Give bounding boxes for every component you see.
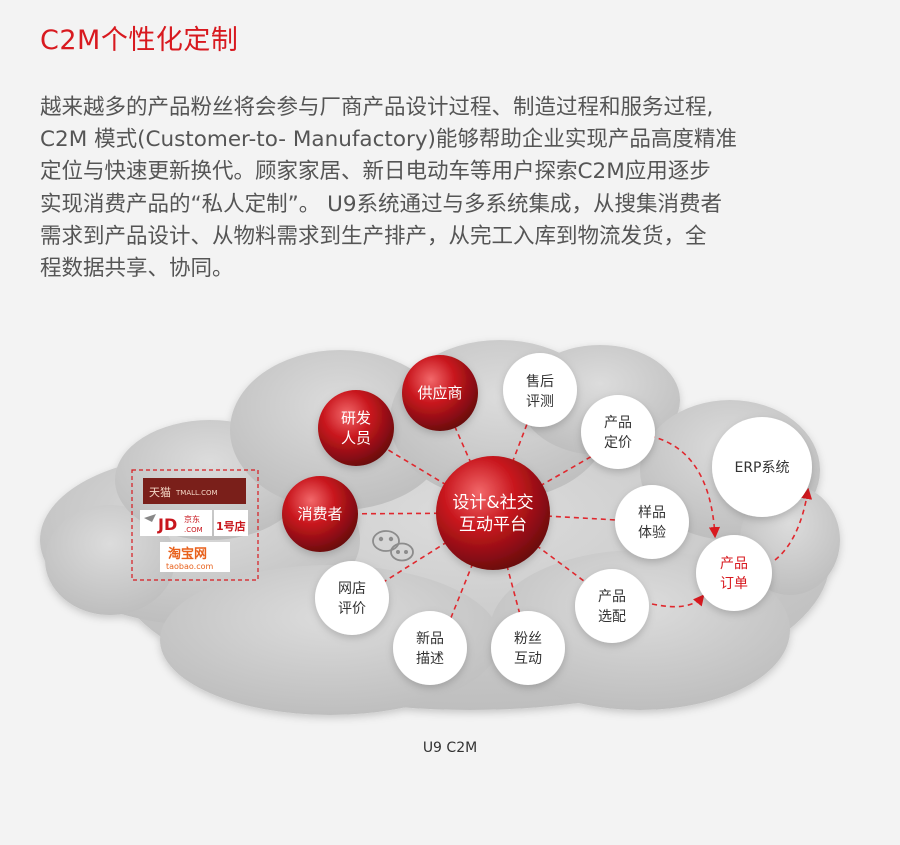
node-selection: 产品 选配: [575, 569, 649, 643]
node-label: 产品: [720, 556, 748, 572]
yhd-label: 1号店: [216, 519, 246, 533]
node-label: 网店: [338, 581, 366, 597]
tmall-label: 天猫: [149, 486, 171, 499]
intro-line: 越来越多的产品粉丝将会参与厂商产品设计过程、制造过程和服务过程,: [40, 95, 714, 120]
flow-arrows: [649, 435, 813, 608]
taobao-label: 淘宝网: [168, 546, 207, 562]
node-store-review: 网店 评价: [315, 561, 389, 635]
wechat-icon: [372, 530, 414, 562]
jd-label: JD: [157, 515, 177, 534]
ecommerce-platforms: 天猫 TMALL.COM JD 京东 .COM 1号店 淘宝网 taobao.c…: [131, 469, 259, 581]
intro-paragraph: 越来越多的产品粉丝将会参与厂商产品设计过程、制造过程和服务过程, C2M 模式(…: [40, 92, 870, 285]
node-label: 互动: [514, 651, 542, 667]
node-label: 体验: [638, 525, 666, 541]
tmall-logo: 天猫 TMALL.COM: [143, 478, 246, 504]
node-label: ERP系统: [734, 460, 789, 476]
node-label: 互动平台: [459, 515, 527, 535]
node-pricing: 产品 定价: [581, 395, 655, 469]
node-new-product: 新品 描述: [393, 611, 467, 685]
intro-line: C2M 模式(Customer-to- Manufactory)能够帮助企业实现…: [40, 127, 737, 153]
jd-cn-label: 京东: [184, 514, 200, 524]
node-label: 样品: [638, 505, 666, 521]
node-label: 人员: [341, 429, 371, 447]
node-label: 售后: [526, 374, 554, 390]
node-rd-staff: 研发 人员: [318, 390, 394, 466]
node-label: 订单: [720, 576, 748, 592]
node-label: 描述: [416, 651, 444, 667]
node-center-platform: 设计&社交 互动平台: [436, 456, 550, 570]
node-label: 供应商: [417, 384, 462, 402]
tmall-domain: TMALL.COM: [175, 489, 218, 497]
intro-line: 实现消费产品的“私人定制”。 U9系统通过与多系统集成，从搜集消费者: [40, 191, 723, 217]
taobao-logo: 淘宝网 taobao.com: [160, 542, 230, 572]
node-label: 新品: [416, 631, 444, 647]
node-product-order: 产品 订单: [696, 535, 772, 611]
node-label: 粉丝: [514, 631, 542, 647]
node-after-sales: 售后 评测: [503, 353, 577, 427]
node-consumer: 消费者: [282, 476, 358, 552]
yhd-logo: 1号店: [214, 510, 248, 536]
intro-line: 定位与快速更新换代。顾家家居、新日电动车等用户探索C2M应用逐步: [40, 159, 711, 185]
intro-line: 需求到产品设计、从物料需求到生产排产，从完工入库到物流发货，全: [40, 223, 707, 249]
taobao-domain: taobao.com: [166, 562, 214, 571]
node-label: 设计&社交: [452, 493, 533, 513]
jd-logo: JD 京东 .COM: [140, 510, 212, 536]
node-label: 评价: [338, 601, 366, 617]
diagram-caption: U9 C2M: [422, 740, 478, 756]
node-label: 定价: [604, 435, 632, 451]
intro-line: 程数据共享、协同。: [40, 256, 234, 282]
node-label: 消费者: [297, 505, 342, 523]
jd-com-label: .COM: [184, 526, 203, 534]
node-label: 评测: [526, 394, 554, 410]
node-sample-experience: 样品 体验: [615, 485, 689, 559]
node-label: 研发: [341, 409, 371, 427]
node-label: 产品: [598, 589, 626, 605]
node-fans-interaction: 粉丝 互动: [491, 611, 565, 685]
node-supplier: 供应商: [402, 355, 478, 431]
page-title: C2M个性化定制: [40, 25, 239, 56]
node-label: 选配: [598, 609, 626, 625]
node-erp-system: ERP系统: [712, 417, 812, 517]
node-label: 产品: [604, 415, 632, 431]
